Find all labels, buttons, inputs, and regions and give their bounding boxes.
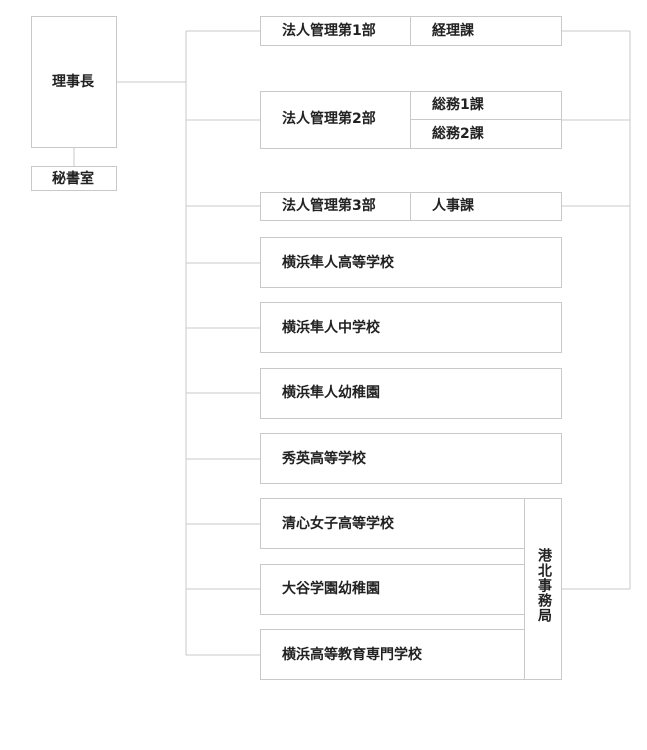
section-general-affairs-2-label: 総務2課 (432, 126, 484, 142)
department-3-box (260, 192, 411, 221)
department-1-label: 法人管理第1部 (282, 23, 376, 39)
school-7-label: 横浜高等教育専門学校 (282, 647, 422, 663)
school-5-label: 清心女子高等学校 (282, 516, 394, 532)
secretariat-box (31, 166, 117, 191)
section-personnel-box (410, 192, 562, 221)
school-5-box (260, 498, 525, 549)
section-general-affairs-2-box (410, 119, 562, 149)
school-4-box (260, 433, 562, 484)
office-label: 港北事務局 (536, 548, 552, 623)
department-1-box (260, 16, 411, 46)
section-accounting-label: 経理課 (432, 23, 474, 39)
school-2-label: 横浜隼人中学校 (282, 320, 380, 336)
school-1-label: 横浜隼人高等学校 (282, 255, 394, 271)
school-2-box (260, 302, 562, 353)
school-3-box (260, 368, 562, 419)
department-3-label: 法人管理第3部 (282, 198, 376, 214)
section-general-affairs-1-label: 総務1課 (432, 97, 484, 113)
chairman-box (31, 16, 117, 148)
section-accounting-box (410, 16, 562, 46)
school-6-label: 大谷学園幼稚園 (282, 581, 380, 597)
school-1-box (260, 237, 562, 288)
school-3-label: 横浜隼人幼稚園 (282, 385, 380, 401)
school-6-box (260, 564, 525, 615)
school-4-label: 秀英高等学校 (282, 451, 366, 467)
section-personnel-label: 人事課 (432, 198, 474, 214)
school-7-box (260, 629, 525, 680)
department-2-label: 法人管理第2部 (282, 111, 376, 127)
secretariat-label: 秘書室 (52, 171, 94, 187)
chairman-label: 理事長 (52, 74, 94, 90)
office-box (524, 498, 562, 680)
